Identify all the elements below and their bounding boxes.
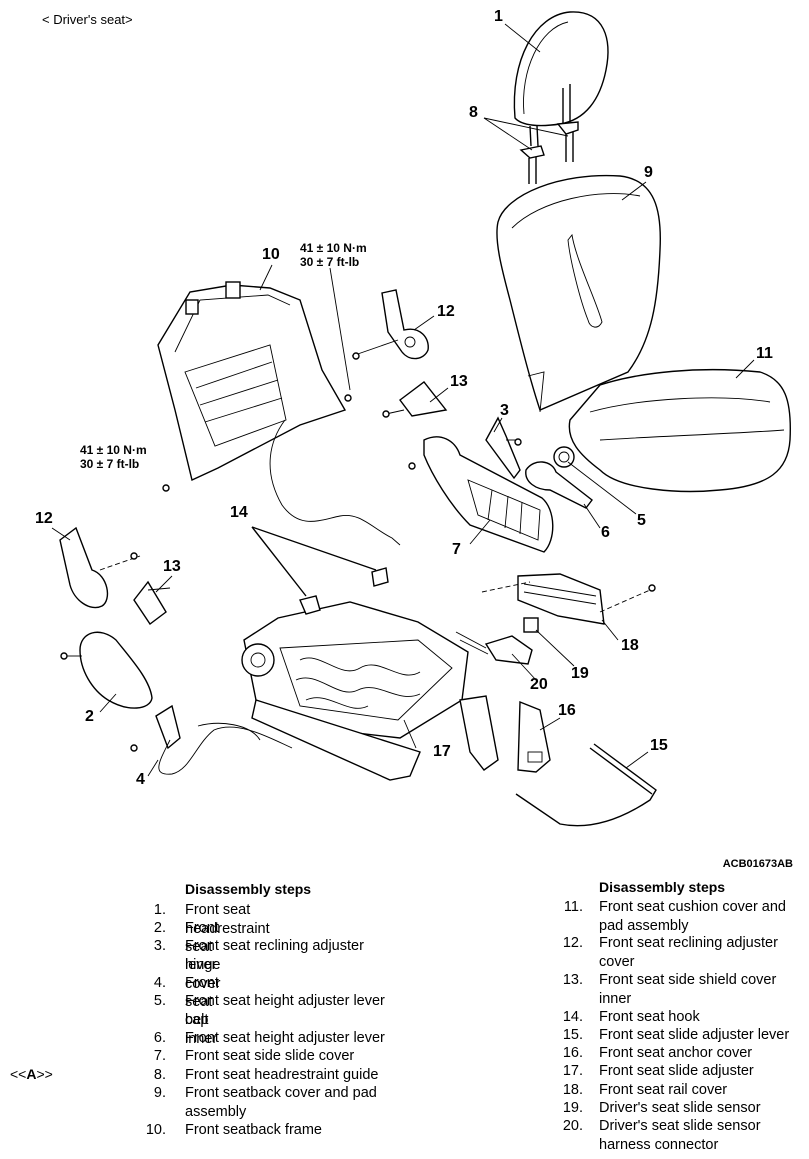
diagram-caption: < Driver's seat> — [42, 12, 133, 27]
torque-spec-left: 41 ± 10 N·m 30 ± 7 ft-lb — [80, 443, 147, 471]
callout-18: 18 — [621, 637, 639, 654]
callout-2: 2 — [85, 708, 94, 725]
side-slide-cover-part — [423, 436, 554, 553]
headrestraint-part — [513, 11, 609, 147]
exploded-seat-diagram — [51, 11, 792, 827]
reclining-cover-lower-part — [59, 526, 141, 609]
callout-4: 4 — [136, 771, 145, 788]
leader-lines — [51, 23, 755, 777]
torque-ftlb: 30 ± 7 ft-lb — [80, 457, 140, 471]
bolt-markers — [60, 352, 656, 752]
rail-cover-part — [481, 573, 651, 625]
callout-13-top: 13 — [450, 373, 468, 390]
slide-lever-part — [515, 743, 657, 827]
torque-nm: 41 ± 10 N·m — [80, 443, 147, 457]
callout-3: 3 — [500, 402, 509, 419]
torque-spec-top: 41 ± 10 N·m 30 ± 7 ft-lb — [300, 241, 367, 269]
callout-16: 16 — [558, 702, 576, 719]
torque-nm: 41 ± 10 N·m — [300, 241, 367, 255]
callout-7: 7 — [452, 541, 461, 558]
callout-6: 6 — [601, 524, 610, 541]
torque-ftlb: 30 ± 7 ft-lb — [300, 255, 360, 269]
callout-13-lower: 13 — [163, 558, 181, 575]
height-lever-part — [525, 446, 593, 509]
seat-frame-part — [241, 601, 499, 781]
left-steps-title: Disassembly steps — [185, 881, 312, 897]
callout-15: 15 — [650, 737, 668, 754]
callout-14: 14 — [230, 504, 248, 521]
callout-12-top: 12 — [437, 303, 455, 320]
figure-code: ACB01673AB — [722, 858, 793, 870]
cushion-cover-part — [568, 369, 792, 493]
callout-9: 9 — [644, 164, 653, 181]
callout-17: 17 — [433, 743, 451, 760]
callout-12-lower: 12 — [35, 510, 53, 527]
callout-1: 1 — [494, 8, 503, 25]
slide-sensor-part — [455, 617, 539, 665]
side-shield-inner-part — [385, 381, 448, 417]
reclining-lever-part — [485, 416, 521, 480]
headrestraint-guide-part — [519, 121, 579, 184]
seat-hook-part — [251, 526, 389, 615]
side-shield-lower-part — [133, 580, 171, 626]
callout-20: 20 — [530, 676, 548, 693]
callout-5: 5 — [637, 512, 646, 529]
belt-inner-part — [155, 704, 293, 775]
reference-marker-a: <<A>> — [10, 1066, 53, 1082]
callout-19: 19 — [571, 665, 589, 682]
reclining-cover-part — [351, 289, 429, 360]
seatback-cover-part — [496, 174, 662, 413]
anchor-cover-part — [517, 700, 551, 773]
seatback-frame-part — [157, 281, 347, 481]
hinge-cover-part — [66, 631, 153, 709]
callout-10: 10 — [262, 246, 280, 263]
callout-8: 8 — [469, 104, 478, 121]
right-steps-title: Disassembly steps — [599, 879, 726, 895]
callout-11: 11 — [756, 345, 773, 362]
